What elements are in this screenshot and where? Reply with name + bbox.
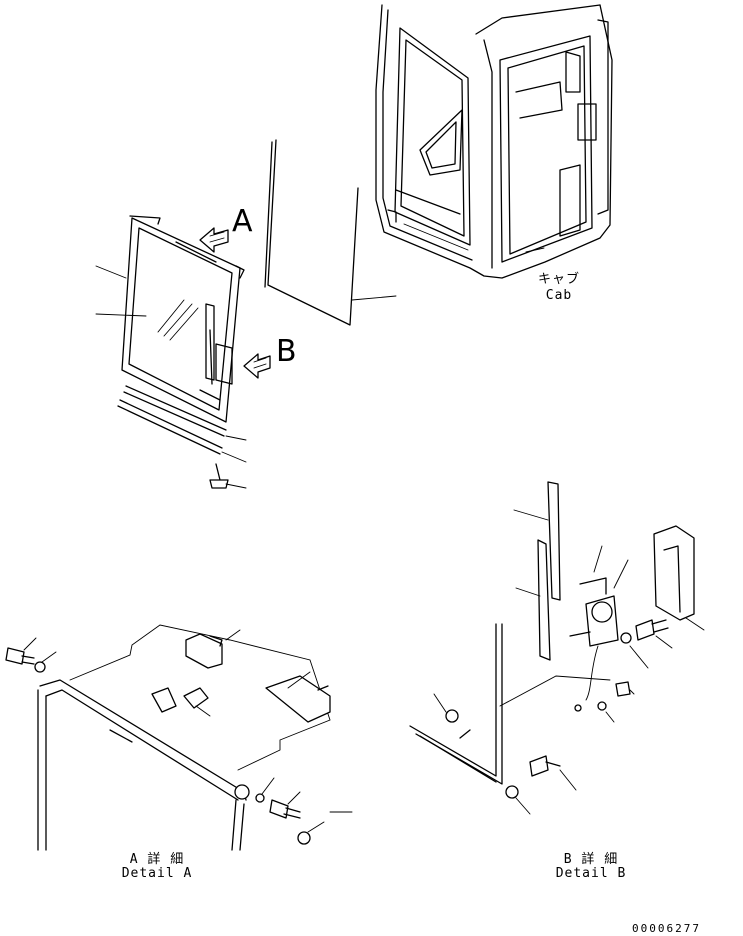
cab-label-jp: キャブ	[537, 272, 580, 287]
view-b-label: B	[276, 334, 297, 369]
detail-b-label-jp: B 詳 細	[563, 852, 619, 867]
arrow-icon	[199, 227, 229, 253]
seal-strips	[117, 385, 247, 489]
detail-b-drawing	[409, 481, 705, 815]
cab-label-en: Cab	[545, 288, 573, 303]
view-a-label: A	[232, 204, 253, 239]
detail-a-drawing	[5, 624, 353, 851]
cab-illustration	[375, 4, 613, 279]
window-glass	[264, 139, 397, 326]
detail-a-label-en: Detail A	[121, 866, 193, 881]
detail-a-label-jp: A 詳 細	[129, 852, 185, 867]
detail-b-label-en: Detail B	[555, 866, 627, 881]
window-frame-assembly	[95, 215, 245, 423]
arrow-icon	[243, 353, 271, 379]
drawing-code: 00006277	[632, 922, 701, 935]
